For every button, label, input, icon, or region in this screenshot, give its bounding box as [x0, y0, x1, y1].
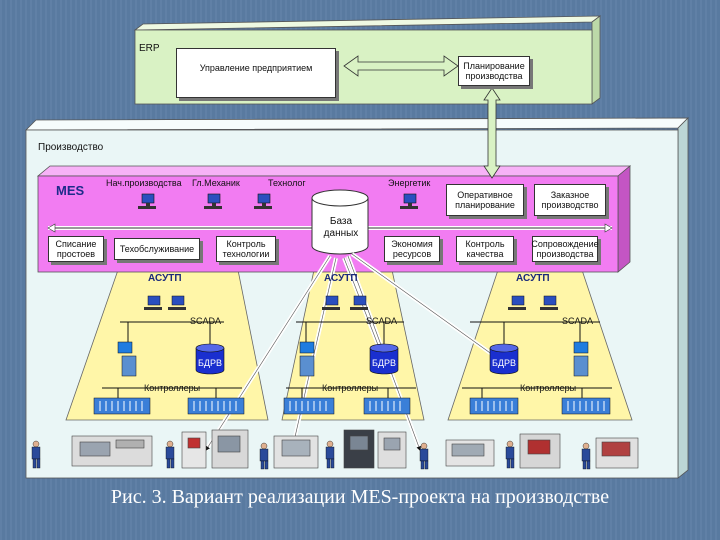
database-links — [204, 252, 502, 452]
database-label: База данных — [323, 216, 359, 239]
order-production-box: Заказное производство — [534, 184, 606, 216]
workstation-icon — [138, 193, 418, 209]
asutp-label-3: АСУТП — [516, 273, 550, 284]
downtime-tracking-label: Списание простоев — [55, 239, 97, 259]
scada-label-3: SCADA — [562, 316, 594, 326]
quality-control-label: Контроль качества — [465, 239, 505, 259]
machine-tool-icon — [71, 429, 639, 469]
maintenance-box: Техобслуживание — [114, 238, 200, 260]
controllers-label-1: Контроллеры — [144, 383, 201, 393]
bdrv-label-3: БДРВ — [492, 358, 517, 368]
resource-economy-box: Экономия ресурсов — [384, 236, 440, 262]
controllers-label-2: Контроллеры — [322, 383, 379, 393]
production-planning-label: Планирование производства — [463, 61, 525, 81]
order-production-label: Заказное производство — [541, 190, 599, 210]
production-planning-box: Планирование производства — [458, 56, 530, 86]
erp-mes-arrow — [483, 87, 501, 179]
technology-control-label: Контроль технологии — [222, 239, 270, 259]
scada-label-1: SCADA — [190, 316, 222, 326]
figure-caption: Рис. 3. Вариант реализации MES-проекта н… — [110, 486, 610, 508]
enterprise-management-box: Управление предприятием — [176, 48, 336, 98]
production-support-box: Сопровождение производства — [531, 236, 599, 262]
worker-icon — [31, 440, 591, 470]
controller-rack-icon — [93, 397, 611, 415]
resource-economy-label: Экономия ресурсов — [391, 239, 433, 259]
technology-control-box: Контроль технологии — [216, 236, 276, 262]
operational-planning-box: Оперативное планирование — [446, 184, 524, 216]
scada-label-2: SCADA — [366, 316, 398, 326]
role-chief-mechanic: Гл.Механик — [192, 178, 240, 188]
operational-planning-label: Оперативное планирование — [455, 190, 515, 210]
role-production-head: Нач.производства — [106, 178, 182, 188]
asutp-label-1: АСУТП — [148, 273, 182, 284]
maintenance-label: Техобслуживание — [119, 244, 195, 254]
production-label: Производство — [38, 142, 104, 153]
bdrv-label-1: БДРВ — [198, 358, 223, 368]
bdrv-label-2: БДРВ — [372, 358, 397, 368]
downtime-tracking-box: Списание простоев — [48, 236, 104, 262]
asutp-label-2: АСУТП — [324, 273, 358, 284]
quality-control-box: Контроль качества — [456, 236, 514, 262]
role-energy-engineer: Энергетик — [388, 178, 431, 188]
database-cylinder-icon — [311, 189, 369, 255]
controllers-label-3: Контроллеры — [520, 383, 577, 393]
asutp-trapezoids — [65, 269, 633, 421]
production-support-label: Сопровождение производства — [531, 239, 599, 259]
enterprise-management-label: Управление предприятием — [199, 63, 313, 73]
asutp-internals — [102, 295, 612, 398]
erp-label: ERP — [139, 43, 160, 54]
mes-label: MES — [56, 183, 85, 198]
role-technologist: Технолог — [268, 178, 306, 188]
